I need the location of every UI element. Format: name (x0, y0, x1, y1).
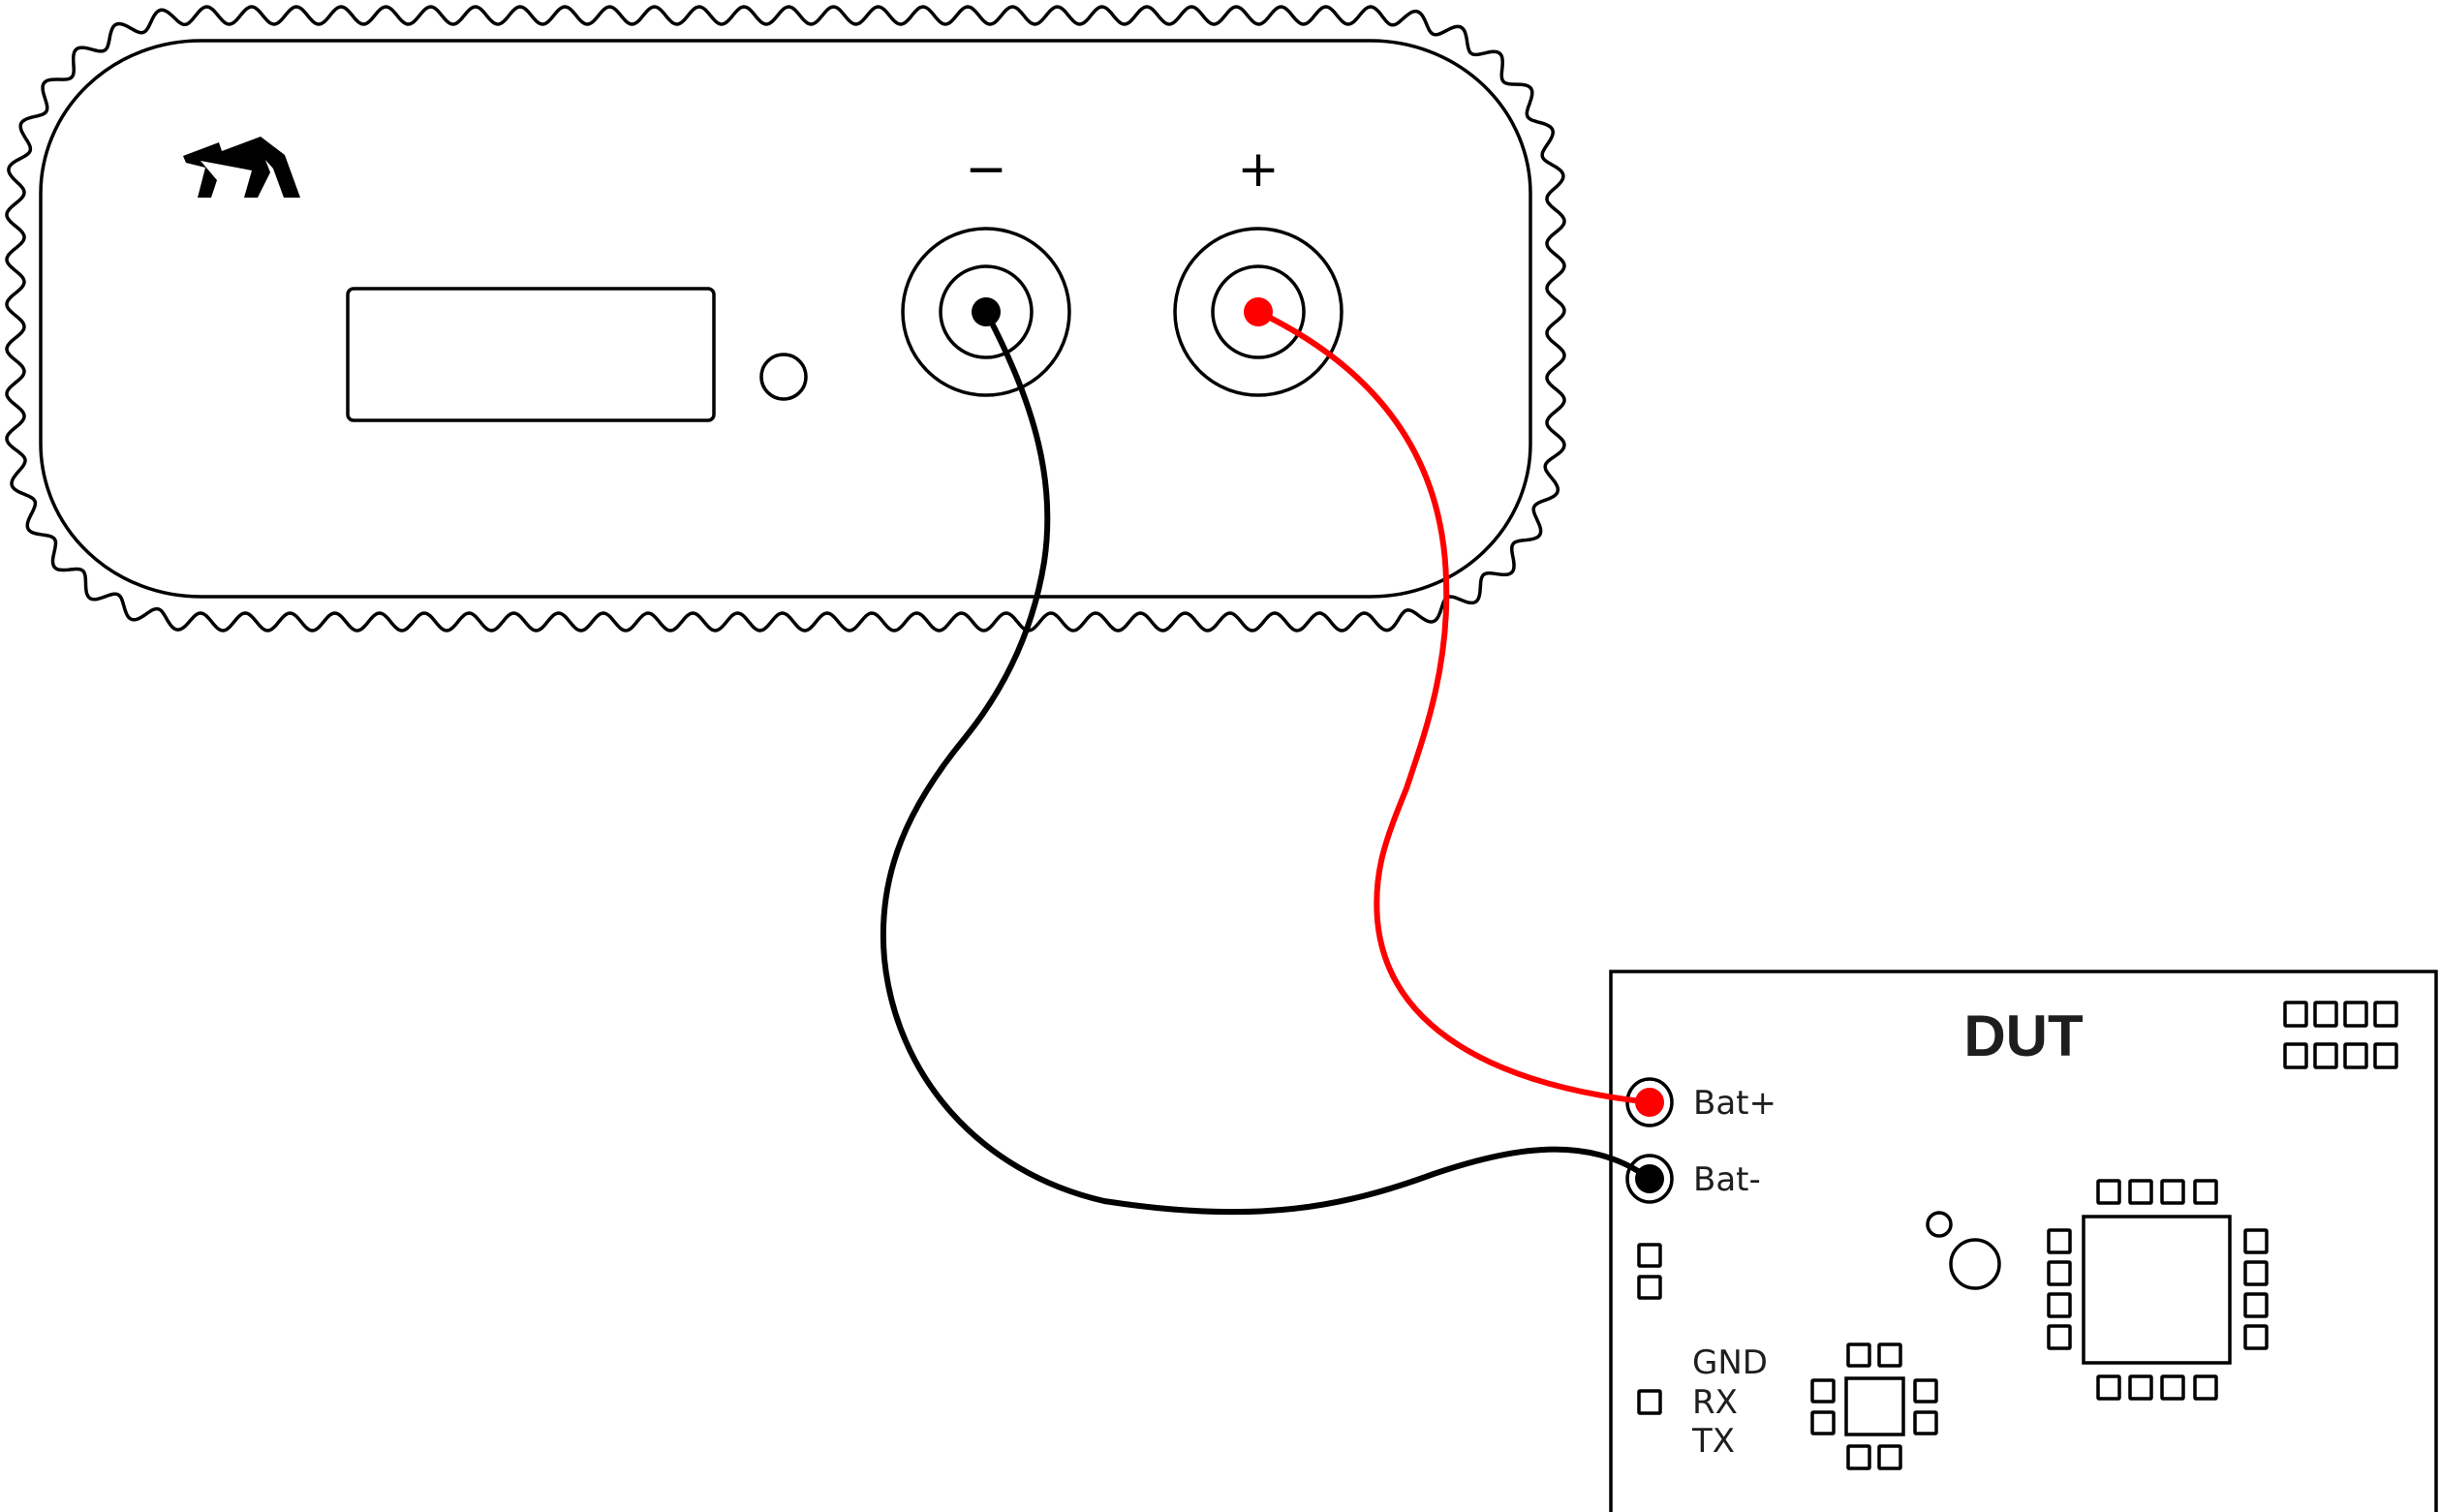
positive-terminal-dot (1244, 297, 1273, 326)
bat-minus-label: Bat- (1693, 1160, 1761, 1199)
positive-wire[interactable] (1255, 309, 1652, 1105)
left-pads (1637, 1243, 1662, 1415)
small-hole (1926, 1211, 1953, 1238)
positive-terminal-outer-ring (1173, 227, 1344, 397)
dut-board: DUT Bat+ Bat- GND (1609, 970, 2438, 1512)
negative-terminal-outer-ring (901, 227, 1071, 397)
bat-minus-ring (1625, 1154, 1674, 1204)
dut-outline (1609, 970, 2438, 1512)
negative-terminal-inner-ring (939, 264, 1034, 359)
positive-terminal[interactable]: + (1173, 140, 1344, 397)
bat-minus-terminal[interactable]: Bat- (1625, 1154, 1761, 1204)
uart-labels: GND RX TX (1691, 1343, 1768, 1461)
header-pads (2283, 1001, 2398, 1069)
negative-terminal-dot (972, 297, 1001, 326)
positive-terminal-inner-ring (1211, 264, 1306, 359)
large-hole (1949, 1238, 2001, 1290)
gnd-label: GND (1692, 1343, 1768, 1382)
bat-minus-dot (1635, 1164, 1664, 1193)
power-supply: − + (5, 5, 1566, 633)
rx-label: RX (1692, 1383, 1738, 1422)
bat-plus-terminal[interactable]: Bat+ (1625, 1077, 1776, 1127)
power-supply-body (39, 39, 1532, 599)
power-button[interactable] (759, 353, 808, 401)
bat-plus-dot (1635, 1088, 1664, 1117)
tx-label: TX (1691, 1422, 1735, 1461)
display-screen (346, 287, 716, 422)
main-chip (2047, 1179, 2269, 1401)
bat-plus-label: Bat+ (1693, 1084, 1776, 1123)
wires (880, 309, 1652, 1216)
negative-terminal[interactable]: − (901, 140, 1071, 397)
small-chip (1810, 1342, 1938, 1470)
negative-terminal-label: − (965, 140, 1007, 199)
dut-title: DUT (1963, 1003, 2083, 1068)
power-supply-wavy-border (5, 5, 1566, 633)
negative-wire[interactable] (880, 309, 1652, 1216)
bear-logo-icon (183, 137, 300, 198)
positive-terminal-label: + (1237, 140, 1280, 199)
